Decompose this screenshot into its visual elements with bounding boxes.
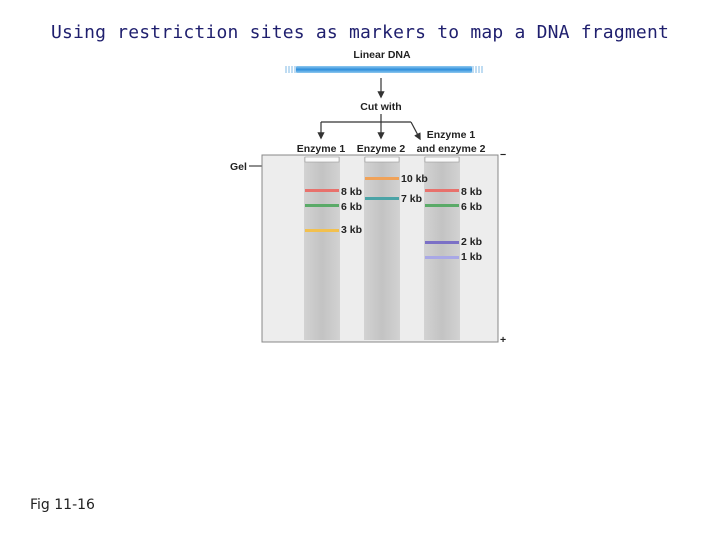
lane-2-label: Enzyme 2	[357, 143, 406, 155]
band-lane2-7kb	[365, 197, 399, 200]
band-lane1-8kb	[305, 189, 339, 192]
band-lane2-7kb-label: 7 kb	[401, 193, 422, 205]
band-lane1-3kb	[305, 229, 339, 232]
band-lane3-8kb	[425, 189, 459, 192]
lane-3-label-line1: Enzyme 1	[427, 129, 476, 141]
positive-electrode-sign: +	[500, 334, 506, 346]
band-lane2-10kb	[365, 177, 399, 180]
band-lane3-6kb-label: 6 kb	[461, 201, 482, 213]
gel-label: Gel	[230, 161, 247, 173]
gel-well-1	[304, 156, 340, 163]
lane-1-label: Enzyme 1	[297, 143, 346, 155]
slide-title: Using restriction sites as markers to ma…	[50, 22, 670, 43]
figure-label: Fig 11-16	[30, 497, 95, 513]
band-lane2-10kb-label: 10 kb	[401, 173, 428, 185]
band-lane3-1kb-label: 1 kb	[461, 251, 482, 263]
gel-lane-1	[304, 157, 340, 340]
band-lane3-2kb	[425, 241, 459, 244]
band-lane3-1kb	[425, 256, 459, 259]
band-lane1-6kb	[305, 204, 339, 207]
gel-lane-3	[424, 157, 460, 340]
band-lane3-6kb	[425, 204, 459, 207]
branch-arrows	[317, 114, 421, 141]
band-lane3-2kb-label: 2 kb	[461, 236, 482, 248]
band-lane1-6kb-label: 6 kb	[341, 201, 362, 213]
gel-lane-2	[364, 157, 400, 340]
band-lane3-8kb-label: 8 kb	[461, 186, 482, 198]
band-lane1-3kb-label: 3 kb	[341, 224, 362, 236]
negative-electrode-sign: −	[500, 149, 506, 161]
band-lane1-8kb-label: 8 kb	[341, 186, 362, 198]
gel-well-2	[364, 156, 400, 163]
linear-dna-label: Linear DNA	[353, 49, 411, 61]
linear-dna-strand	[285, 66, 483, 73]
cut-with-label: Cut with	[360, 101, 401, 113]
lane-3-label-line2: and enzyme 2	[417, 143, 486, 155]
gel-well-3	[424, 156, 460, 163]
